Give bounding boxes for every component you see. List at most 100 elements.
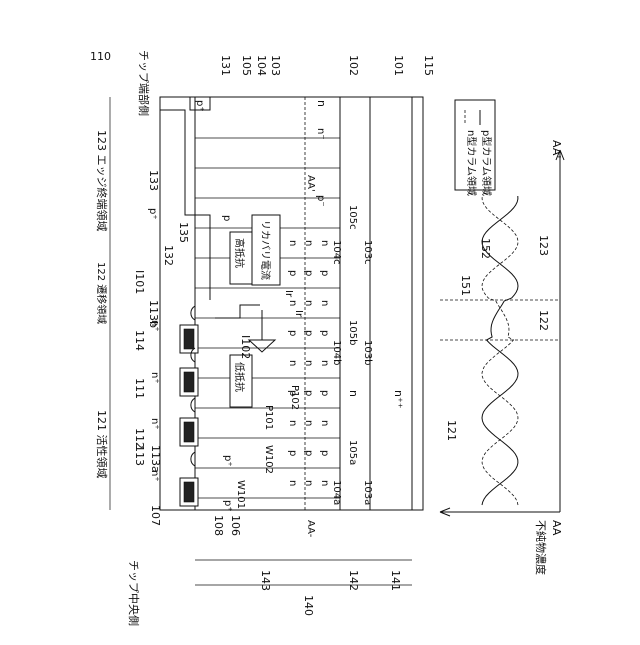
- doping-nplus-2: n⁺: [149, 372, 160, 384]
- num-115: 115: [422, 55, 435, 76]
- column-number-labels: 105c104c103c105b104b103b105a104a103a: [331, 205, 373, 505]
- column-mark-r2-5: p: [303, 390, 314, 396]
- graph-y-label: 不純物濃度: [534, 520, 548, 575]
- column-mark-r1-8: n: [319, 480, 330, 486]
- dim-P101: P101: [263, 405, 274, 430]
- column-mark-r3-3: p: [287, 330, 298, 336]
- num-111: 111: [133, 378, 146, 399]
- region-edge-label: 123 エッジ終端領域: [95, 130, 109, 232]
- chip-end-label: チップ端部側: [137, 50, 151, 116]
- num-142: 142: [347, 570, 360, 591]
- num-151: 151: [459, 275, 472, 296]
- column-label-104a: 104a: [331, 480, 342, 505]
- column-mark-r1-5: p: [319, 390, 330, 396]
- doping-n-top: n: [315, 100, 328, 107]
- num-132: 132: [162, 245, 175, 266]
- num-I102: I102: [239, 335, 252, 359]
- num-105: 105: [240, 55, 253, 76]
- column-label-103b: 103b: [362, 340, 373, 365]
- num-135: 135: [177, 222, 190, 243]
- recovery-current-label: リカバリ電流: [259, 220, 272, 280]
- doping-npp: n⁺⁺: [392, 390, 405, 409]
- doping-nplus-3: n⁺: [149, 418, 160, 430]
- num-114: 114: [133, 330, 146, 351]
- num-122: 122: [537, 310, 550, 331]
- doping-pplus-top: p⁺: [194, 100, 205, 112]
- num-141: 141: [389, 570, 402, 591]
- column-label-104b: 104b: [331, 340, 342, 365]
- num-152: 152: [479, 238, 492, 259]
- column-label-105c: 105c: [347, 205, 358, 230]
- column-mark-r3-6: n: [287, 420, 298, 426]
- column-mark-r3-5: p: [287, 390, 298, 396]
- column-mark-r2-8: n: [303, 480, 314, 486]
- dim-W101: W101: [235, 480, 246, 509]
- num-I101: I101: [133, 270, 146, 294]
- doping-pplus-2: p⁺: [222, 500, 233, 512]
- num-133: 133: [147, 170, 160, 191]
- column-mark-r1-4: n: [319, 360, 330, 366]
- num-106: 106: [229, 515, 242, 536]
- num-113: 113: [133, 445, 146, 466]
- column-label-103c: 103c: [362, 240, 373, 265]
- doping-nminus: n⁻: [315, 128, 326, 140]
- column-mark-r1-3: p: [319, 330, 330, 336]
- low-resistance-label: 低抵抗: [233, 362, 246, 392]
- num-123: 123: [537, 235, 550, 256]
- column-label-103a: 103a: [362, 480, 373, 505]
- column-mark-r3-4: n: [287, 360, 298, 366]
- num-108: 108: [212, 515, 225, 536]
- region-active-label: 121 活性領域: [95, 410, 109, 479]
- num-104: 104: [255, 55, 268, 76]
- legend-p-label: p型カラム領域: [480, 130, 493, 196]
- column-mark-r2-6: n: [303, 420, 314, 426]
- label-AA-dash: AA-: [305, 520, 316, 538]
- num-107: 107: [149, 505, 162, 526]
- column-mark-r1-6: n: [319, 420, 330, 426]
- current-Ir-1: Ir: [283, 290, 294, 298]
- column-doping-marks: npnpnpnpnnpnpnpnpnnpnpnpnpn: [287, 240, 330, 486]
- doping-pplus-edge: p⁺: [147, 208, 158, 220]
- column-mark-r2-3: p: [303, 330, 314, 336]
- doping-nplus-4: n⁺: [149, 470, 160, 482]
- num-121: 121: [445, 420, 458, 441]
- legend-n-label: n型カラム領域: [465, 130, 478, 196]
- doping-pminus: p⁻: [315, 195, 326, 207]
- column-mark-r2-7: p: [303, 450, 314, 456]
- doping-n-layer: n: [347, 390, 360, 397]
- top-electrode-layer: [160, 97, 195, 510]
- column-mark-r1-2: n: [319, 300, 330, 306]
- column-mark-r2-2: n: [303, 300, 314, 306]
- column-mark-r1-7: p: [319, 450, 330, 456]
- chip-center-label: チップ中央側: [127, 560, 140, 626]
- column-mark-r2-4: n: [303, 360, 314, 366]
- doping-p-edge: p: [221, 215, 232, 221]
- column-mark-r2-1: p: [303, 270, 314, 276]
- column-mark-r2-0: n: [303, 240, 314, 246]
- label-AA-prime-top: AA': [305, 175, 316, 192]
- high-resistance-label: 高抵抗: [233, 238, 246, 268]
- column-mark-r3-7: p: [287, 450, 298, 456]
- doping-nplus-1: n⁺: [149, 320, 160, 332]
- column-mark-r1-0: n: [319, 240, 330, 246]
- num-103: 103: [269, 55, 282, 76]
- column-label-105b: 105b: [347, 320, 358, 345]
- label-AA: AA: [550, 520, 563, 536]
- num-131: 131: [219, 55, 232, 76]
- num-113a: 113a: [149, 445, 162, 473]
- field-plate: [160, 110, 210, 300]
- num-102: 102: [347, 55, 360, 76]
- column-mark-r3-1: p: [287, 270, 298, 276]
- recovery-arrow-1: [215, 305, 260, 318]
- num-110: 110: [90, 50, 111, 63]
- label-AA-prime: AA': [550, 140, 563, 158]
- num-101: 101: [392, 55, 405, 76]
- num-143: 143: [259, 570, 272, 591]
- num-140: 140: [302, 595, 315, 616]
- column-mark-r3-0: n: [287, 240, 298, 246]
- column-mark-r3-2: n: [287, 300, 298, 306]
- column-mark-r3-8: n: [287, 480, 298, 486]
- column-label-105a: 105a: [347, 440, 358, 465]
